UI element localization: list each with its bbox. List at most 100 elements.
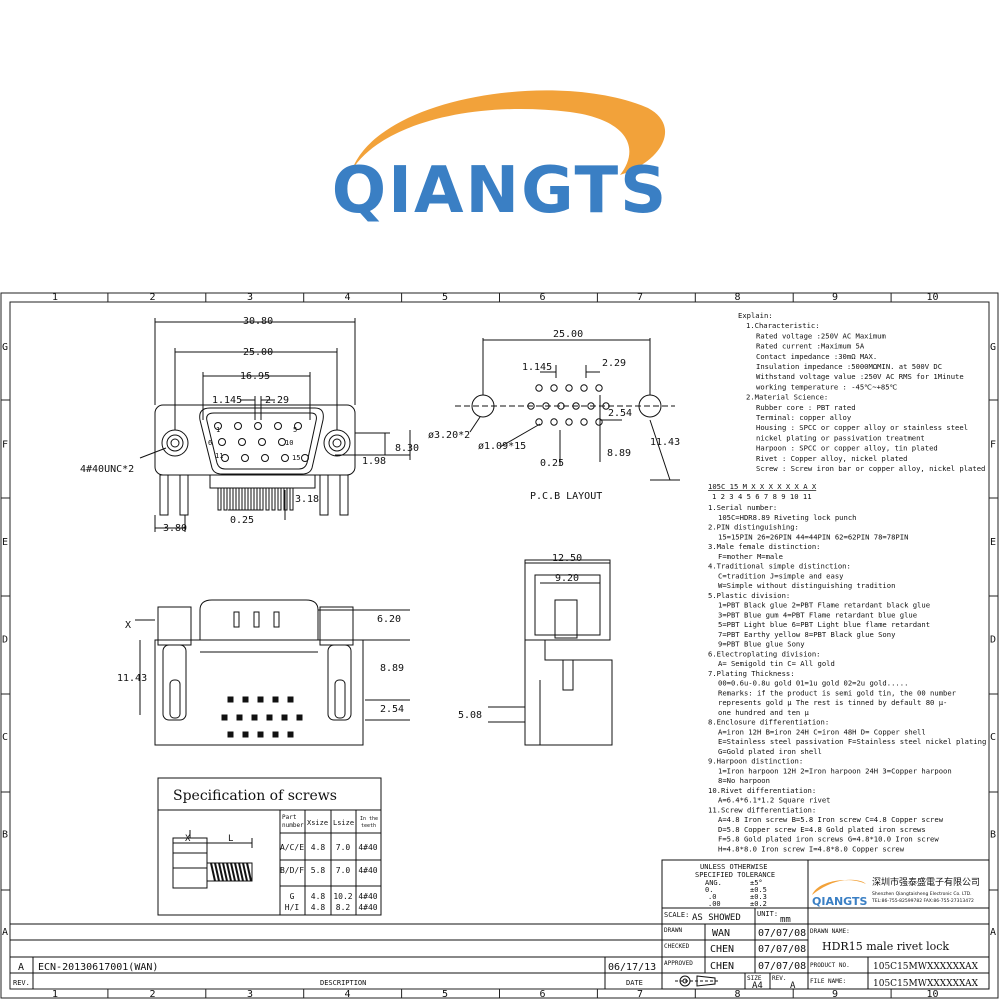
table-cell: 8.2 <box>336 903 351 912</box>
dim-16-95: 16.95 <box>240 371 270 382</box>
table-cell: G <box>290 892 295 901</box>
side-dim-12-50: 12.50 <box>552 553 582 564</box>
explain-line: 1.Characteristic: <box>746 321 820 330</box>
rev-label-title: REV. <box>772 975 786 982</box>
revision-date-label: DATE <box>626 979 643 987</box>
table-cell: H/I <box>285 903 300 912</box>
revision-description: ECN-20130617001(WAN) <box>38 962 158 973</box>
pin-hole <box>234 422 242 430</box>
thread-line <box>242 862 248 882</box>
pcb-hole <box>542 402 550 410</box>
front-pin <box>281 714 288 721</box>
front-pin <box>287 731 294 738</box>
frame-col-label-top: 4 <box>344 292 350 303</box>
spec-line: 2.PIN distinguishing: <box>708 523 799 532</box>
unit-value: mm <box>780 915 791 925</box>
pcb-layout <box>455 338 680 481</box>
drawn-value: WAN <box>712 928 730 939</box>
drawn-label: DRAWN <box>664 927 682 934</box>
spec-line: Remarks: if the product is semi gold tin… <box>718 688 957 697</box>
front-pin <box>227 696 234 703</box>
front-pin <box>221 714 228 721</box>
spec-line: H=4.8*8.0 Iron screw I=4.8*8.0 Copper sc… <box>718 844 905 853</box>
screws-l-label: L <box>228 834 233 844</box>
front-dim-11-43: 11.43 <box>117 673 147 684</box>
pcb-layout-title: P.C.B LAYOUT <box>530 491 602 502</box>
tolerance-ang: ANG. <box>705 879 722 887</box>
frame-row-label-left: C <box>2 732 8 743</box>
pcb-hole <box>565 418 573 426</box>
spec-line: A=6.4*6.1*1.2 Square rivet <box>718 796 831 805</box>
front-pin <box>242 696 249 703</box>
tolerance-0-00: .00 <box>708 900 721 908</box>
explain-line: Housing : SPCC or copper alloy or stainl… <box>756 423 968 432</box>
pin-hole <box>301 454 309 462</box>
table-cell: 4#40 <box>358 892 377 901</box>
thread-line <box>222 862 228 882</box>
table-header-part: Part <box>282 814 297 821</box>
tol-value-0: ±0.5 <box>750 886 767 894</box>
pcb-hole <box>535 418 543 426</box>
rev-value-title: A <box>790 981 796 991</box>
approved-date: 07/07/08 <box>758 961 806 972</box>
table-cell: 4#40 <box>358 866 377 875</box>
frame-row-label-right: E <box>990 537 996 548</box>
explain-line: nickel plating or passivation treatment <box>756 433 925 442</box>
front-view <box>135 599 410 746</box>
small-logo-text: QIANGTS <box>812 895 868 908</box>
spec-line: 7=PBT Earthy yellow 8=PBT Black glue Son… <box>718 630 896 639</box>
dim-0-25: 0.25 <box>230 515 254 526</box>
company-name-cn: 深圳市强泰盛電子有限公司 <box>872 876 980 888</box>
tolerance-0: 0. <box>705 886 713 894</box>
spec-line: A= Semigold tin C= All gold <box>718 659 835 668</box>
pin-label-6: 6 <box>208 439 212 447</box>
front-pin <box>296 714 303 721</box>
product-value: 105C15MWXXXXXXAX <box>873 962 979 972</box>
drawing-frame <box>0 292 999 999</box>
revision-desc-label: DESCRIPTION <box>320 979 366 987</box>
table-header-xsize: Xsize <box>307 819 328 827</box>
pin-hole <box>278 438 286 446</box>
spec-line: F=mother M=male <box>718 552 783 561</box>
spec-line: W=Simple without distinguishing traditio… <box>718 581 895 590</box>
frame-col-label-top: 1 <box>52 292 58 303</box>
spec-line: 10.Rivet differentiation: <box>708 786 816 795</box>
table-header-teeth-1: In the <box>360 816 378 822</box>
pin-hole <box>241 454 249 462</box>
pcb-dim-11-43: 11.43 <box>650 437 680 448</box>
file-value: 105C15MWXXXXXXAX <box>873 979 979 989</box>
table-cell: 5.8 <box>311 866 326 875</box>
explain-line: Contact impedance :30mΩ MAX. <box>756 352 877 361</box>
dim-25-00: 25.00 <box>243 347 273 358</box>
table-cell: 7.0 <box>336 843 351 852</box>
logo-text: QIANGTS <box>332 154 668 228</box>
dim-3-80: 3.80 <box>163 523 187 534</box>
frame-row-label-right: F <box>990 440 996 451</box>
logo-arc <box>352 90 666 175</box>
pin-label-11: 11 <box>215 452 223 460</box>
solder-leg <box>253 487 258 511</box>
title-block-text: UNLESS OTHERWISE SPECIFIED TOLERANCE ANG… <box>13 863 980 991</box>
tol-value-0-0: ±0.3 <box>750 893 767 901</box>
pcb-hole <box>595 384 603 392</box>
pcb-hole <box>550 384 558 392</box>
dim-2-29: 2.29 <box>265 395 289 406</box>
frame-row-label-right: D <box>990 635 996 646</box>
approved-label: APPROVED <box>664 960 693 967</box>
pcb-hole <box>572 402 580 410</box>
pcb-hole <box>535 384 543 392</box>
unit-label: UNIT: <box>757 910 778 918</box>
pin-label-5: 5 <box>293 426 297 434</box>
frame-col-label-bottom: 4 <box>344 989 350 1000</box>
front-dim-8-89: 8.89 <box>380 663 404 674</box>
pcb-hole <box>527 402 535 410</box>
frame-row-label-right: G <box>990 342 996 353</box>
frame-row-label-left: A <box>2 927 8 938</box>
frame-col-label-bottom: 3 <box>247 989 253 1000</box>
file-label: FILE NAME: <box>810 978 846 985</box>
side-dim-9-20: 9.20 <box>555 573 579 584</box>
screws-table-title: Specification of screws <box>173 788 337 804</box>
solder-leg <box>265 487 270 511</box>
